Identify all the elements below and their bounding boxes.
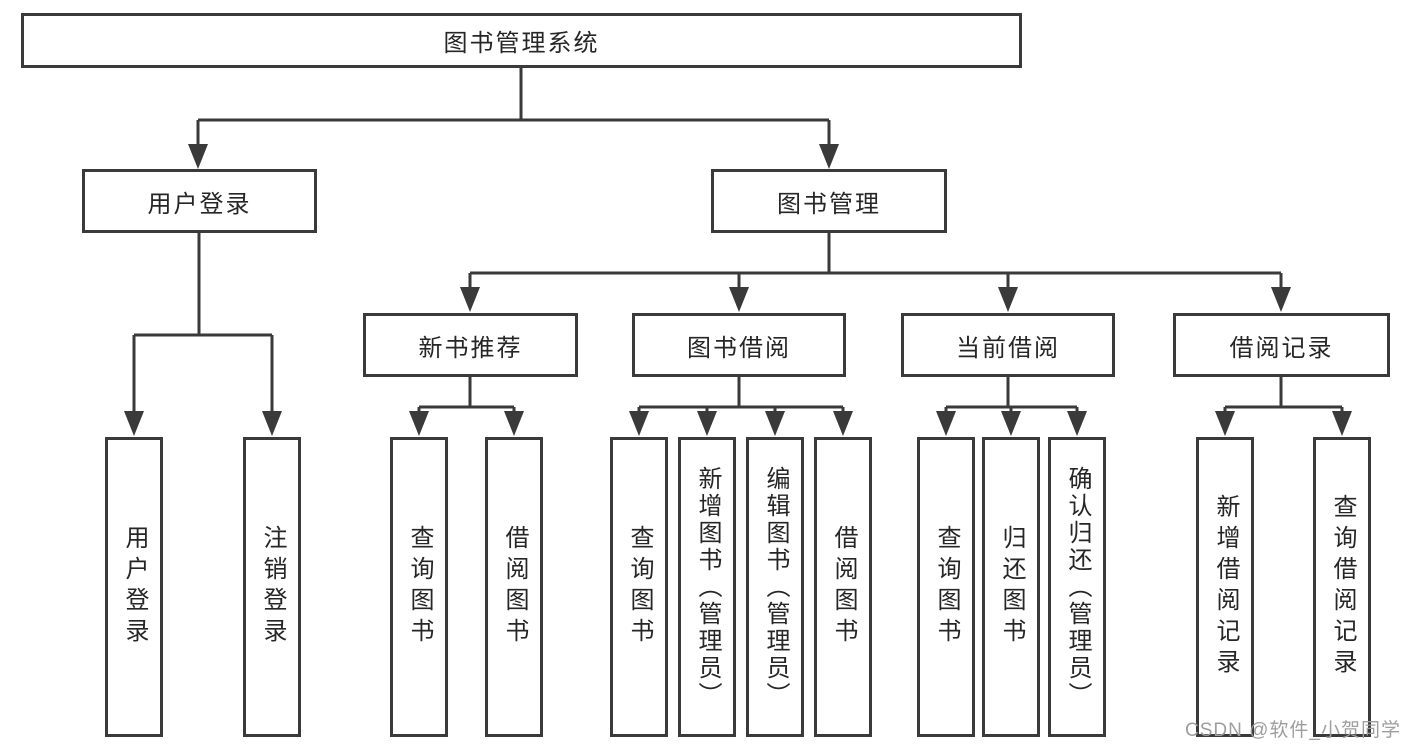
leaf-query-books-borrow: 查询图书 — [610, 437, 668, 737]
leaf-label: 查询图书 — [933, 525, 960, 649]
leaf-add-borrow-record: 新增借阅记录 — [1196, 437, 1254, 737]
leaf-confirm-return-admin: 确认归还（管理员） — [1048, 437, 1106, 737]
leaf-logout: 注销登录 — [243, 437, 301, 737]
leaf-label: 新增借阅记录 — [1212, 494, 1239, 680]
node-label: 当前借阅 — [956, 334, 1060, 362]
leaf-borrow-books: 借阅图书 — [814, 437, 872, 737]
leaf-query-books-current: 查询图书 — [917, 437, 975, 737]
leaf-user-login: 用户登录 — [105, 437, 163, 737]
leaf-query-borrow-record: 查询借阅记录 — [1313, 437, 1371, 737]
node-user-login: 用户登录 — [82, 169, 317, 233]
node-label: 图书借阅 — [687, 334, 791, 362]
leaf-label: 查询图书 — [406, 525, 433, 649]
leaf-label: 归还图书 — [998, 525, 1025, 649]
node-label: 用户登录 — [147, 190, 252, 218]
csdn-watermark: CSDN @软件_小贺同学 — [1185, 720, 1401, 741]
leaf-label: 编辑图书（管理员） — [762, 465, 789, 709]
leaf-label: 查询图书 — [626, 525, 653, 649]
leaf-label: 注销登录 — [259, 525, 286, 649]
node-label: 图书管理 — [777, 190, 881, 218]
node-label: 借阅记录 — [1229, 334, 1334, 362]
node-library-management-system: 图书管理系统 — [21, 13, 1022, 68]
leaf-edit-book-admin: 编辑图书（管理员） — [746, 437, 804, 737]
node-label: 图书管理系统 — [443, 30, 600, 57]
node-book-borrow: 图书借阅 — [632, 313, 846, 377]
node-current-borrow: 当前借阅 — [901, 313, 1115, 377]
leaf-label: 借阅图书 — [501, 525, 528, 649]
leaf-label: 查询借阅记录 — [1329, 494, 1356, 680]
node-label: 新书推荐 — [418, 334, 523, 362]
leaf-add-book-admin: 新增图书（管理员） — [678, 437, 736, 737]
leaf-label: 用户登录 — [121, 525, 148, 649]
leaf-label: 新增图书（管理员） — [694, 465, 721, 709]
node-borrow-records: 借阅记录 — [1173, 313, 1390, 377]
leaf-return-book: 归还图书 — [982, 437, 1040, 737]
leaf-label: 确认归还（管理员） — [1064, 465, 1091, 709]
node-book-management: 图书管理 — [711, 169, 947, 233]
leaf-borrow-books-recommend: 借阅图书 — [485, 437, 543, 737]
leaf-label: 借阅图书 — [830, 525, 857, 649]
leaf-query-books-recommend: 查询图书 — [390, 437, 448, 737]
arrowheads — [124, 144, 1352, 436]
node-new-book-recommend: 新书推荐 — [363, 313, 578, 377]
